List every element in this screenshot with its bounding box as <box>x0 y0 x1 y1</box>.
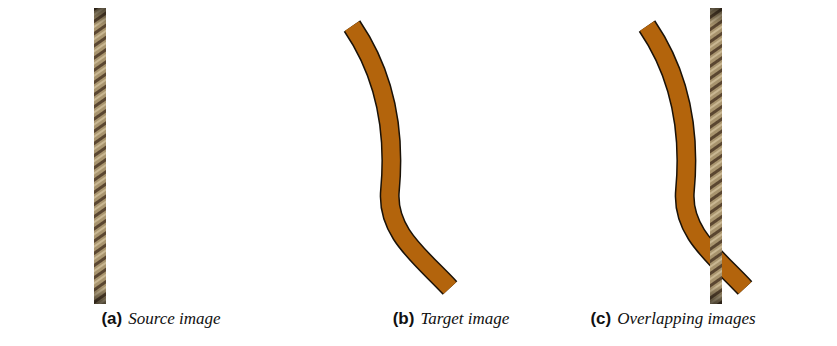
caption: (a) Source image <box>101 309 220 329</box>
bent-bar-overlay <box>647 26 745 288</box>
bent-bar <box>352 26 450 288</box>
panel-caption: Source image <box>128 309 220 329</box>
panel-letter: (b) <box>393 309 415 329</box>
panel-caption: Overlapping images <box>617 309 755 329</box>
panel-letter: (a) <box>101 309 122 329</box>
caption: (b)Target image <box>393 309 510 329</box>
panel-caption: Target image <box>420 309 509 329</box>
rope <box>94 8 106 304</box>
rope-overlay <box>710 8 722 304</box>
caption: (c) Overlapping images <box>590 309 755 329</box>
panel-letter: (c) <box>590 309 611 329</box>
